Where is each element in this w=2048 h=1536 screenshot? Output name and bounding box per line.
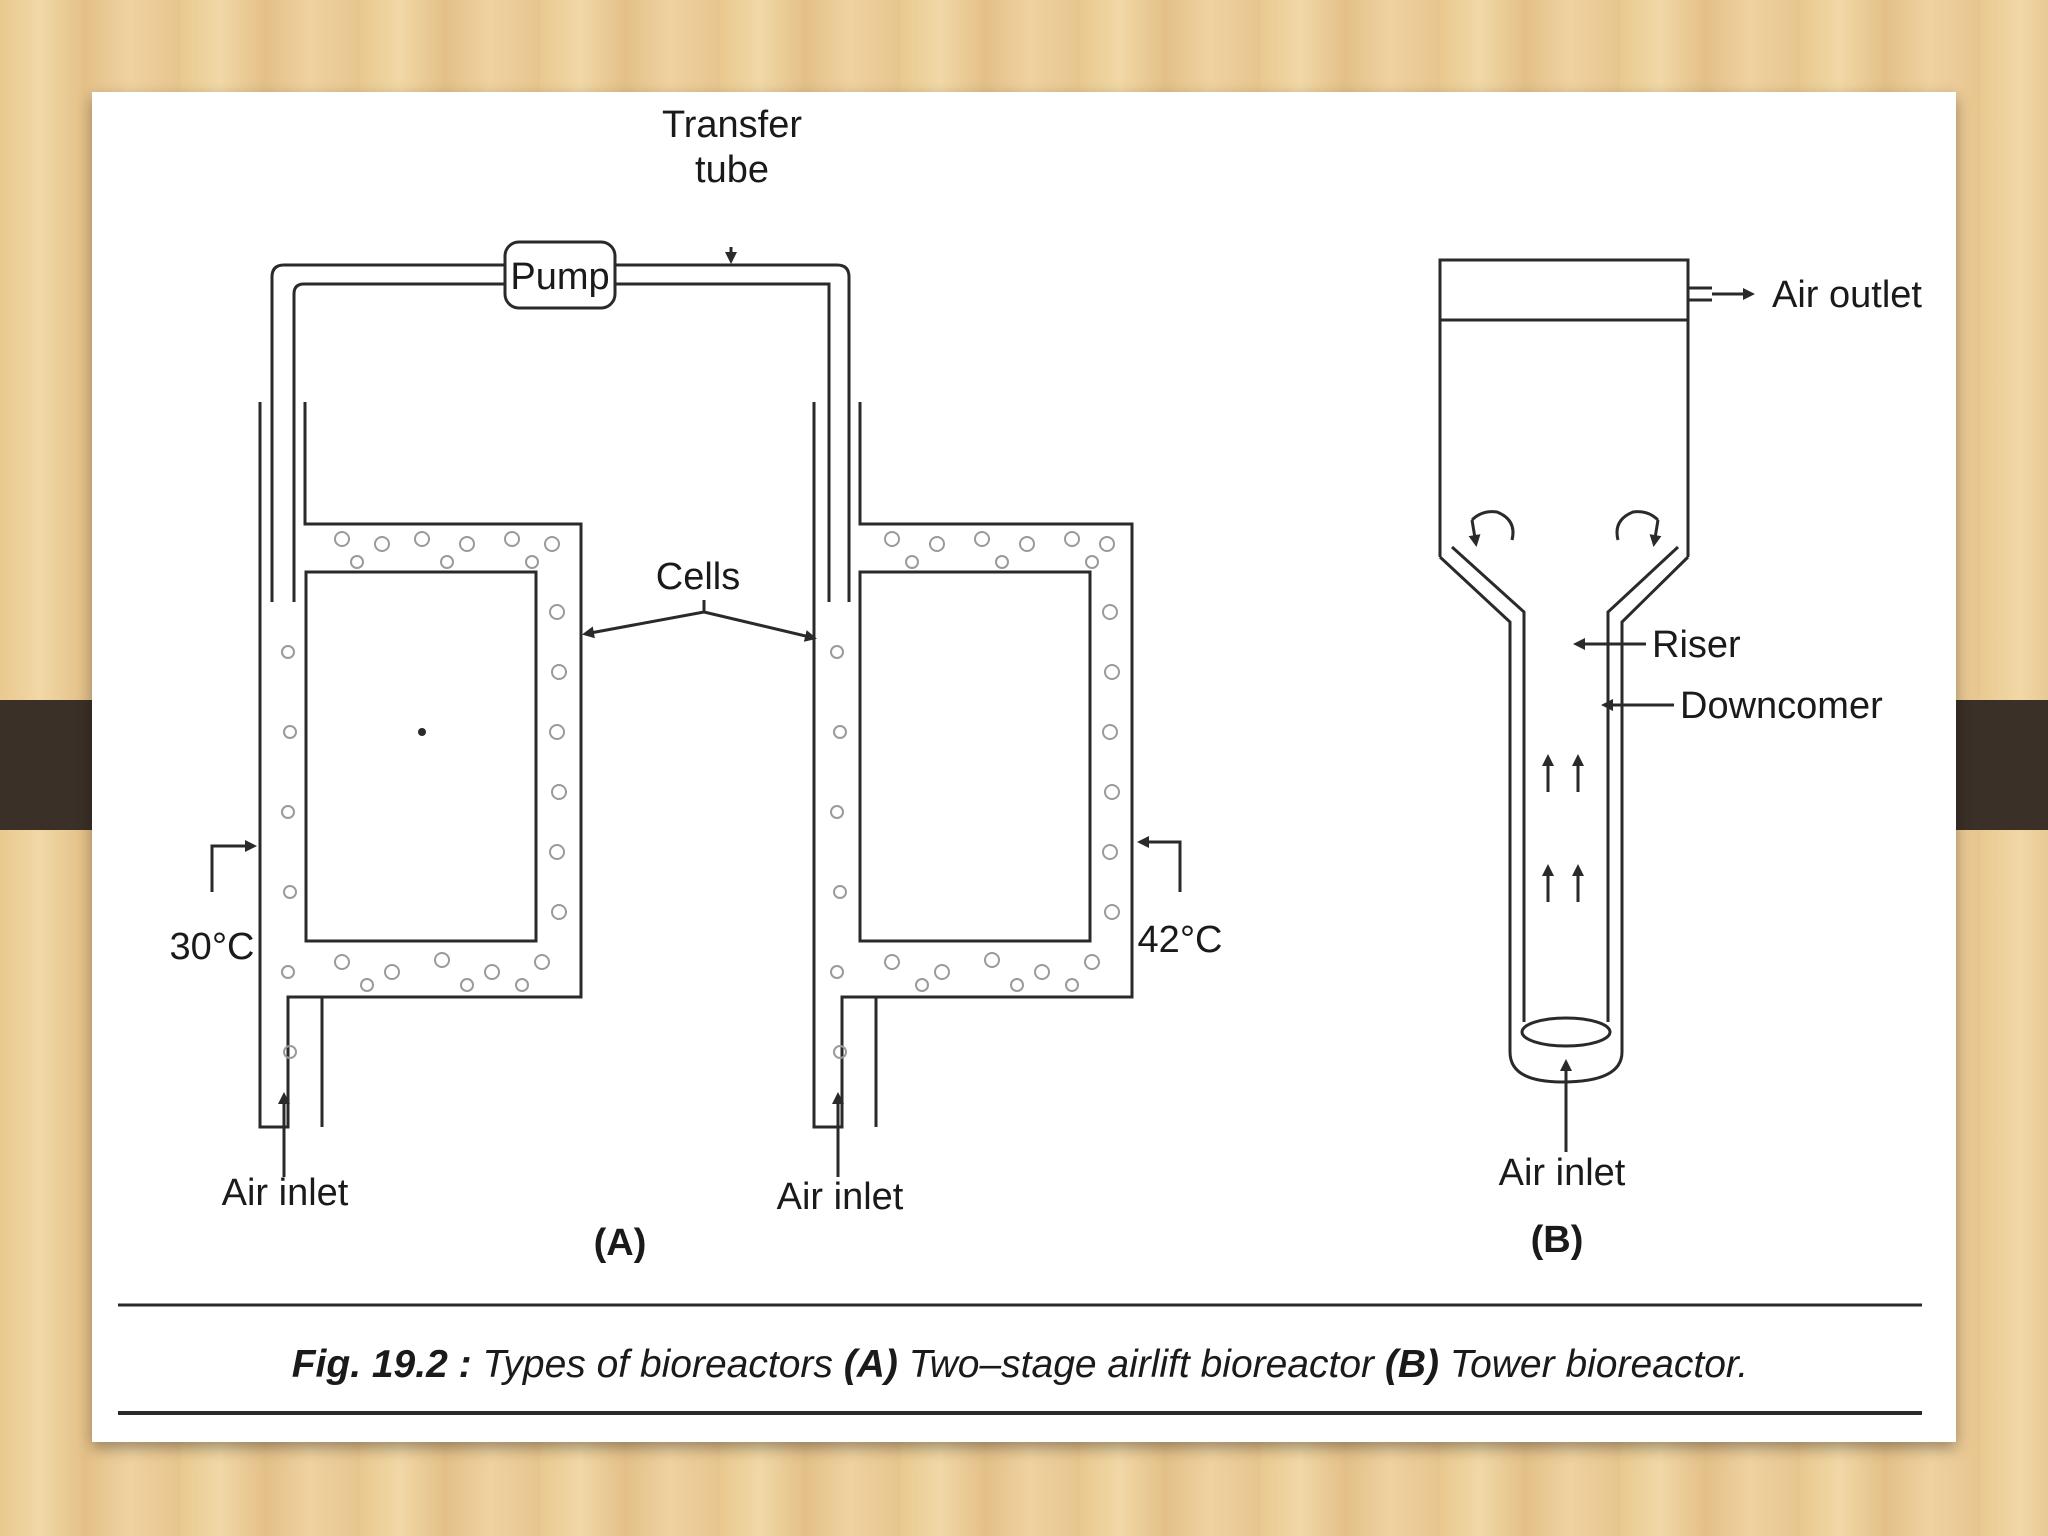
left-vessel-wall [258, 402, 583, 1129]
caption-fig-number: Fig. 19.2 : [292, 1343, 472, 1386]
left-vessel-inner-wall [304, 570, 538, 943]
tower-bioreactor: Air outlet Riser Downcomer Air inlet (B) [1438, 258, 1922, 1261]
cells-label: Cells [656, 556, 740, 598]
slide-card: Transfer tube Pump Cells 30°C 42°C Air i… [92, 92, 1956, 1442]
riser-label: Riser [1652, 624, 1741, 666]
cells-arrow-left [582, 610, 705, 639]
temp-right-arrow [1137, 836, 1182, 892]
transfer-tube-label-2: tube [695, 149, 769, 191]
cells-arrow-right [703, 610, 817, 642]
downcomer-label: Downcomer [1680, 685, 1883, 727]
tower-head-wall [1438, 258, 1690, 557]
temp-right-label: 42°C [1138, 919, 1223, 961]
transfer-tube-label-1: Transfer [662, 104, 802, 146]
cell-bubbles-left [281, 531, 567, 1059]
two-stage-airlift-bioreactor: Transfer tube Pump Cells 30°C 42°C Air i… [170, 104, 1223, 1264]
circulation-right-icon [1615, 510, 1660, 541]
pump-label: Pump [510, 256, 609, 298]
right-vessel-wall [812, 402, 1134, 1129]
dot [418, 728, 426, 736]
figure-caption: Fig. 19.2 : Types of bioreactors (A) Two… [292, 1343, 1749, 1386]
circulation-left-icon [1470, 510, 1515, 541]
tower-outer-wall [1438, 555, 1690, 1084]
riser-left-wall [1450, 545, 1526, 1022]
air-inlet-tower-label: Air inlet [1499, 1152, 1626, 1194]
panel-b-label: (B) [1531, 1219, 1584, 1261]
right-vessel-inner-wall [858, 570, 1092, 943]
bioreactor-diagram: Transfer tube Pump Cells 30°C 42°C Air i… [118, 104, 1922, 1415]
sparger [1520, 1016, 1612, 1048]
panel-a-label: (A) [594, 1222, 647, 1264]
pump-box [503, 240, 617, 310]
temp-left-arrow [210, 840, 257, 892]
air-inlet-left-label: Air inlet [222, 1172, 349, 1214]
riser-right-wall [1606, 545, 1680, 1022]
air-inlet-middle-label: Air inlet [777, 1176, 904, 1218]
cell-bubbles-right [830, 531, 1120, 1059]
air-outlet-label: Air outlet [1772, 274, 1922, 316]
temp-left-label: 30°C [170, 926, 255, 968]
